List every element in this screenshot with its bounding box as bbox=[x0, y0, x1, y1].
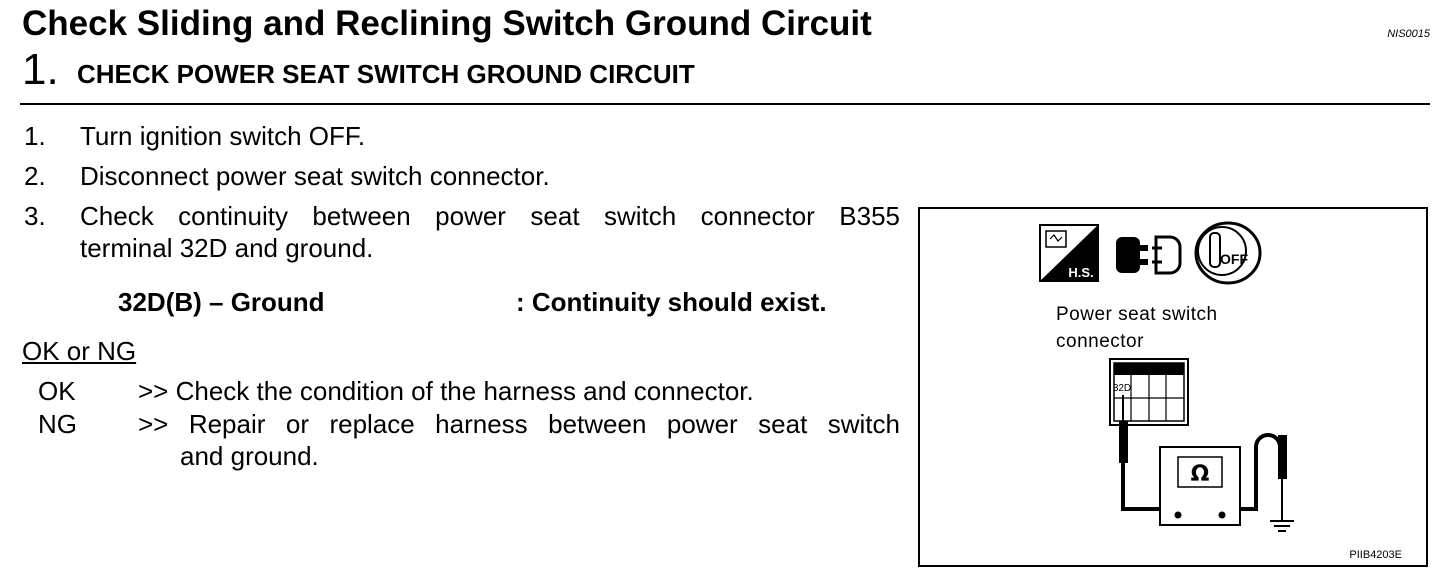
connector-caption-line1: Power seat switch bbox=[1056, 304, 1218, 325]
ng-label: NG bbox=[38, 409, 77, 439]
connector-caption-line2: connector bbox=[1056, 331, 1144, 352]
header-divider bbox=[20, 103, 1430, 105]
page-title: Check Sliding and Reclining Switch Groun… bbox=[22, 4, 872, 43]
instruction-text: Turn ignition switch OFF. bbox=[80, 121, 366, 151]
ok-label: OK bbox=[38, 376, 76, 406]
spec-terminals: 32D(B) – Ground bbox=[118, 287, 325, 317]
ohmmeter-icon: Ω bbox=[1159, 446, 1241, 526]
instruction-text-cont: terminal 32D and ground. bbox=[80, 233, 374, 263]
instruction-number: 3. bbox=[24, 201, 46, 231]
connector-face: 32D bbox=[1109, 358, 1189, 426]
ok-ng-heading: OK or NG bbox=[22, 336, 137, 366]
figure-graphics: H.S. OFF 32D bbox=[1039, 221, 1294, 532]
step-number: 1. bbox=[22, 45, 59, 94]
instruction-text: Disconnect power seat switch connector. bbox=[80, 161, 550, 191]
connector-caption: Power seat switch connector bbox=[1056, 301, 1218, 355]
ng-action-cont: and ground. bbox=[180, 441, 319, 471]
spec-result: : Continuity should exist. bbox=[516, 287, 827, 317]
diagram-figure: H.S. OFF 32D bbox=[918, 207, 1428, 567]
step-title: CHECK POWER SEAT SWITCH GROUND CIRCUIT bbox=[77, 59, 695, 89]
section-code: NIS0015 bbox=[1387, 28, 1430, 40]
terminal-32d-label: 32D bbox=[1113, 383, 1131, 394]
ignition-key-off-icon: OFF bbox=[1194, 221, 1262, 285]
ok-action: >> Check the condition of the harness an… bbox=[138, 376, 754, 406]
ohm-symbol: Ω bbox=[1191, 462, 1210, 487]
connector-disconnect-icon bbox=[1116, 235, 1182, 275]
ng-action: >> Repair or replace harness between pow… bbox=[138, 409, 900, 439]
ground-symbol-icon bbox=[1270, 509, 1294, 532]
ignition-off-text: OFF bbox=[1220, 251, 1248, 267]
instruction-text: Check continuity between power seat swit… bbox=[80, 201, 900, 231]
hs-badge: H.S. bbox=[1068, 265, 1093, 280]
harness-tool-icon: H.S. bbox=[1039, 224, 1099, 282]
instruction-number: 1. bbox=[24, 121, 46, 151]
figure-code: PIIB4203E bbox=[1349, 549, 1402, 561]
instruction-number: 2. bbox=[24, 161, 46, 191]
